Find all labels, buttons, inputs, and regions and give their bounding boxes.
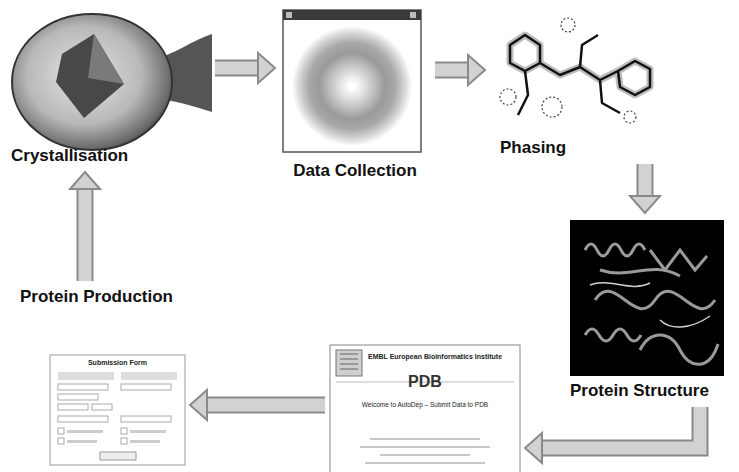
arrow-outline	[637, 164, 654, 198]
block-arrow	[190, 390, 325, 420]
submit-button	[100, 452, 136, 460]
arrow-head	[190, 390, 207, 420]
page-frame	[330, 345, 520, 472]
arrow-outline	[215, 60, 260, 77]
stage-caption: Protein Structure	[570, 380, 728, 402]
arrow-body	[205, 399, 325, 412]
protein-structure-render	[570, 220, 724, 376]
block-arrow	[435, 55, 485, 85]
form-fields	[58, 384, 171, 444]
beam-centre	[348, 82, 356, 90]
arrow-outline	[435, 62, 470, 79]
page-frame	[50, 355, 185, 465]
screenshot-text: PDB	[336, 373, 514, 391]
pdb-screenshot: EMBL European Bioinformatics InstitutePD…	[330, 345, 520, 472]
arrow-body	[79, 187, 92, 281]
logo-stripes	[340, 354, 358, 369]
density-mesh	[500, 18, 636, 123]
arrow-head	[525, 433, 542, 463]
phasing-panel: Phasing	[490, 5, 660, 159]
arrow-head	[258, 53, 275, 83]
density-blob	[510, 35, 650, 95]
arrow-head	[630, 196, 660, 213]
window-frame	[283, 10, 421, 152]
screenshot-text: Submission Form	[54, 358, 181, 367]
ebi-logo	[336, 350, 362, 376]
block-arrow	[525, 407, 700, 463]
stage-caption: Phasing	[500, 137, 660, 159]
molecule-sticks	[510, 35, 650, 115]
stage-caption: Data Collection	[280, 160, 430, 182]
table-header	[121, 372, 177, 380]
form-screenshot: Submission Form	[50, 355, 185, 465]
arrow-body	[540, 407, 700, 448]
window-titlebar	[283, 10, 421, 20]
page-text-lines	[360, 438, 490, 464]
pdb-screenshot	[330, 345, 520, 472]
structure-panel: Protein Structure	[568, 218, 728, 402]
arrow-head	[468, 55, 485, 85]
stage-caption: Protein Production	[20, 286, 200, 308]
block-arrow	[630, 164, 660, 213]
crystal-drop	[12, 14, 212, 150]
arrow-outline	[77, 187, 94, 281]
arrow-outline	[540, 407, 700, 448]
screenshot-text: EMBL European Bioinformatics Institute	[368, 352, 514, 361]
production-label: Protein Production	[20, 286, 200, 308]
window-button	[410, 12, 416, 18]
diffraction-window	[283, 10, 421, 152]
ribbon-highlights	[590, 283, 710, 327]
ribbons	[585, 244, 718, 364]
arrow-head	[70, 172, 100, 189]
block-arrow	[215, 53, 275, 83]
block-arrow	[70, 172, 100, 281]
electron-density	[500, 18, 650, 123]
crystallisation-panel: Crystallisation	[5, 8, 210, 167]
drop	[12, 14, 172, 150]
arrow-body	[435, 64, 470, 77]
diffraction-rings	[292, 26, 412, 146]
form-screenshot	[50, 355, 185, 465]
crystal	[56, 34, 124, 118]
table-header	[58, 372, 114, 380]
stage-caption: Crystallisation	[11, 145, 210, 167]
render-ground	[570, 220, 724, 376]
arrow-body	[215, 62, 260, 75]
arrow-body	[639, 164, 652, 198]
crystal-facet	[88, 34, 124, 84]
field-labels	[67, 430, 166, 443]
data-collection-panel: Data Collection	[280, 8, 430, 182]
screenshot-text: Welcome to AutoDep – Submit Data to PDB	[336, 401, 514, 409]
arrow-outline	[205, 397, 325, 414]
window-button	[286, 12, 292, 18]
